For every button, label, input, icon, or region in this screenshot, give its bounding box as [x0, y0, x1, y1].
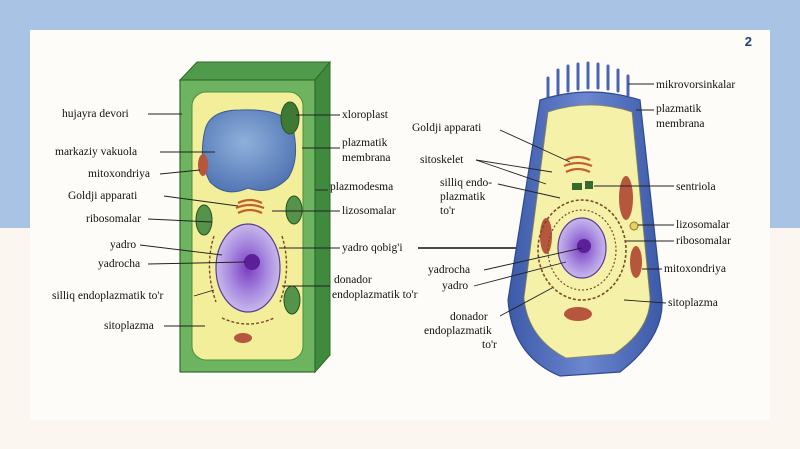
leader-line	[473, 261, 567, 287]
animal-left-labels: Goldji apparati sitoskelet silliq endo- …	[412, 122, 583, 351]
plant-cell-wall-side	[314, 60, 331, 374]
plant-left-labels: hujayra devori markaziy vakuola mitoxond…	[52, 108, 247, 332]
label-silliq-endo: silliq endo-	[440, 177, 492, 189]
plant-chloroplast	[283, 285, 301, 315]
label-donador-endoplazmatik: endoplazmatik	[424, 325, 492, 337]
leader-line	[193, 289, 215, 297]
label-goldji-apparati: Goldji apparati	[68, 190, 137, 202]
label-donador-tor: to'r	[482, 339, 497, 351]
label-donador: donador	[334, 274, 372, 286]
label-yadro: yadro	[110, 239, 136, 251]
animal-cell	[507, 61, 663, 377]
leader-line	[147, 261, 247, 265]
label-plazmatik-animal: plazmatik	[656, 103, 702, 115]
label-goldji-apparati-animal: Goldji apparati	[412, 122, 481, 134]
label-ribosomalar-animal: ribosomalar	[676, 235, 731, 247]
label-mitoxondriya: mitoxondriya	[88, 168, 150, 180]
label-yadrocha-animal: yadrocha	[428, 264, 470, 276]
animal-mitochondrion	[619, 176, 633, 220]
label-endoplazmatik-tor: endoplazmatik to'r	[332, 289, 418, 301]
animal-rough-er	[537, 199, 627, 301]
label-plazmodesma: plazmodesma	[330, 181, 393, 193]
plant-chloroplast	[285, 195, 303, 225]
plant-nucleolus	[244, 254, 260, 270]
label-yadro-animal: yadro	[442, 280, 468, 292]
label-mikrovorsinkalar: mikrovorsinkalar	[656, 79, 735, 91]
label-sitoplazma-animal: sitoplazma	[668, 297, 718, 309]
label-silliq-tor: to'r	[440, 205, 455, 217]
label-xloroplast: xloroplast	[342, 109, 389, 121]
animal-right-labels: mikrovorsinkalar plazmatik membrana sent…	[594, 79, 735, 309]
animal-rough-er	[547, 209, 617, 291]
label-lizosomalar-animal: lizosomalar	[676, 219, 730, 231]
leader-line	[499, 287, 553, 317]
leader-line	[497, 183, 561, 199]
label-hujayra-devori: hujayra devori	[62, 108, 129, 120]
plant-mitochondrion	[234, 333, 252, 343]
label-plazmatik: plazmatik	[342, 137, 388, 149]
plant-rough-er	[208, 235, 288, 325]
plant-central-vacuole	[201, 109, 297, 193]
label-membrana: membrana	[342, 152, 391, 164]
leader-line	[147, 218, 213, 223]
plant-cell-wall-top	[178, 61, 332, 81]
label-sitoplazma: sitoplazma	[104, 320, 154, 332]
leader-line	[499, 129, 571, 163]
page-number: 2	[744, 34, 752, 49]
animal-centriole	[572, 183, 582, 190]
label-sitoskelet: sitoskelet	[420, 154, 464, 166]
leader-line	[623, 299, 667, 304]
plant-cell	[178, 60, 332, 374]
label-yadro-qobigi: yadro qobig'i	[342, 242, 403, 254]
animal-mitochondrion	[630, 246, 642, 278]
animal-microvilli	[546, 61, 630, 100]
animal-golgi	[563, 155, 593, 173]
leader-line	[475, 159, 553, 173]
plant-right-labels: xloroplast plazmatik membrana plazmodesm…	[272, 109, 418, 301]
animal-mitochondrion	[540, 218, 552, 254]
label-lizosomalar: lizosomalar	[342, 205, 396, 217]
label-donador-animal: donador	[450, 311, 488, 323]
label-membrana-animal: membrana	[656, 118, 705, 130]
label-silliq-endoplazmatik: silliq endoplazmatik to'r	[52, 290, 163, 302]
plant-golgi	[235, 198, 265, 214]
leader-line	[159, 169, 201, 175]
plant-chloroplast	[280, 101, 300, 135]
leader-line	[163, 195, 239, 207]
plant-mitochondrion	[198, 154, 208, 176]
animal-centriole	[585, 181, 593, 189]
label-sentriola: sentriola	[676, 181, 716, 193]
animal-mitochondrion	[564, 307, 592, 321]
plant-chloroplast	[195, 204, 213, 236]
animal-nucleolus	[577, 239, 591, 253]
label-yadrocha: yadrocha	[98, 258, 140, 270]
label-silliq-plazmatik: plazmatik	[440, 191, 486, 203]
label-ribosomalar: ribosomalar	[86, 213, 141, 225]
leader-line	[483, 247, 583, 271]
leader-line	[475, 159, 547, 185]
leader-line	[139, 244, 223, 256]
animal-lysosome	[629, 221, 639, 231]
label-markaziy-vakuola: markaziy vakuola	[55, 146, 137, 158]
label-mitoxondriya-animal: mitoxondriya	[664, 263, 726, 275]
